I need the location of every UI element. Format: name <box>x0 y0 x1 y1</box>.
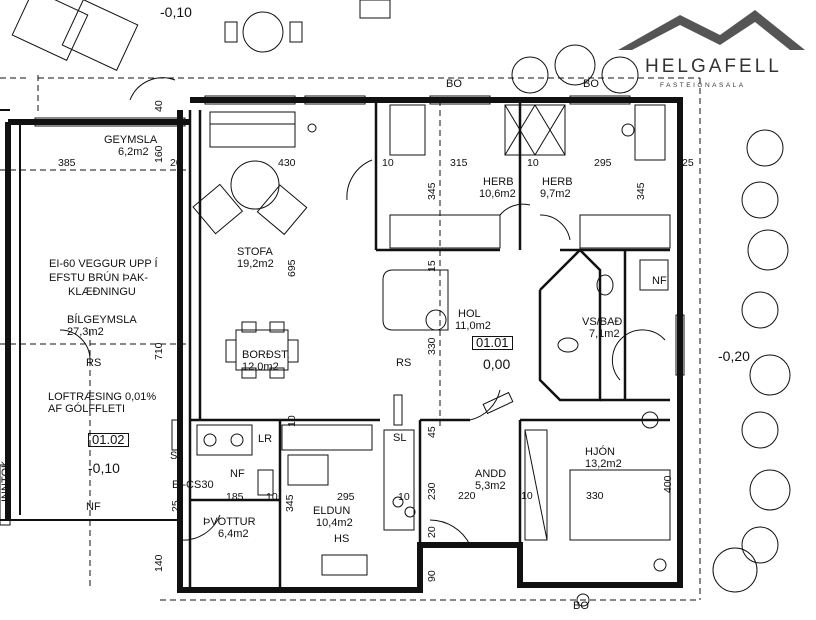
room-bilgeymsla-area: 27,3m2 <box>67 326 104 338</box>
bathroom-fixtures <box>557 259 669 381</box>
ventilation-note-line2: AF GÓLFFLETI <box>48 403 126 415</box>
fire-wall-note-line1: EI-60 VEGGUR UPP Í <box>49 258 158 270</box>
room-eldun-name: ELDUN <box>313 505 351 517</box>
room-hol-name: HOL <box>458 308 481 320</box>
room-andd-name: ANDD <box>475 468 507 480</box>
sl-label-kitchen: SL <box>393 432 407 444</box>
outdoor-furniture <box>11 0 391 72</box>
dim-160: 160 <box>153 145 165 163</box>
nf-label-bath: NF <box>652 275 667 287</box>
dashed-boundary-lines <box>0 75 701 601</box>
room-eldun-area: 10,4m2 <box>316 517 353 529</box>
dim-25: 25 <box>682 157 694 169</box>
dim-10-herb: 10 <box>382 157 394 169</box>
dim-315: 315 <box>450 157 468 169</box>
room-herb2-area: 9,7m2 <box>540 188 571 200</box>
room-herb2-name: HERB <box>542 176 573 188</box>
room-herb1-area: 10,6m2 <box>479 188 516 200</box>
dim-20-garage: 20 <box>170 157 182 169</box>
room-stofa-name: STOFA <box>237 246 273 258</box>
dim-430: 430 <box>278 157 296 169</box>
nf-label-laundry: NF <box>230 468 245 480</box>
rs-label-main: RS <box>396 357 412 369</box>
room-hol-area: 11,0m2 <box>455 320 491 332</box>
dim-10-laundry: 10 <box>266 491 278 503</box>
room-bilgeymsla-name: BÍLGEYMSLA <box>67 314 137 326</box>
living-furniture <box>192 111 449 379</box>
ventilation-note-line1: LOFTRÆSING 0,01% <box>48 391 157 403</box>
room-hjon-name: HJÓN <box>585 446 615 458</box>
dim-90: 90 <box>426 570 438 582</box>
level-right: -0,20 <box>718 348 750 364</box>
brand-name: HELGAFELL <box>645 56 782 77</box>
fire-wall-note-line2: EFSTU BRÚN ÞAK- <box>49 272 149 284</box>
dim-140: 140 <box>153 554 165 572</box>
shrubs <box>511 44 791 593</box>
room-geymsla-name: GEYMSLA <box>104 134 158 146</box>
windows <box>34 95 685 376</box>
room-stofa-area: 19,2m2 <box>237 258 274 270</box>
main-unit-label: 01.01 <box>472 336 513 350</box>
small-markers <box>0 391 514 526</box>
dim-230: 230 <box>426 482 438 500</box>
dim-25-bottom: 25 <box>170 500 182 512</box>
dim-345-left: 345 <box>426 182 438 200</box>
main-unit-level: 0,00 <box>483 356 511 372</box>
dim-385: 385 <box>58 157 76 169</box>
rs-label-garage: RS <box>86 357 102 369</box>
room-thvottur-area: 6,4m2 <box>218 528 249 540</box>
dim-185: 185 <box>226 491 244 503</box>
dim-330-hjon: 330 <box>586 490 604 502</box>
bo-label-bottom: BO <box>573 600 589 612</box>
dim-345-right: 345 <box>635 182 647 200</box>
room-thvottur-name: ÞVOTTUR <box>203 516 256 528</box>
dim-345-kitchen: 345 <box>284 494 296 512</box>
garage-unit-level: -0,10 <box>88 460 120 476</box>
room-geymsla-area: 6,2m2 <box>118 146 149 158</box>
room-andd-area: 5,3m2 <box>475 480 506 492</box>
room-bordst-name: BORÐST. <box>242 349 290 361</box>
fire-wall-note-line3: KLÆÐNINGU <box>68 286 136 298</box>
entry-label: INNTOK <box>0 460 12 502</box>
room-bordst-area: 12,0m2 <box>242 361 279 373</box>
sl-label-laundry: SL <box>170 450 184 462</box>
dim-10-sink: 10 <box>398 491 410 503</box>
dim-295-kitchen: 295 <box>337 491 355 503</box>
dim-45: 45 <box>426 426 438 438</box>
door-rating-label: EI-CS30 <box>172 479 214 491</box>
level-top: -0,10 <box>160 4 192 20</box>
door-swings <box>59 77 571 546</box>
logo-mark <box>618 10 805 50</box>
dim-10-mid: 10 <box>527 157 539 169</box>
room-herb1-name: HERB <box>483 176 514 188</box>
dim-10-andd: 10 <box>521 490 533 502</box>
dim-330-hol: 330 <box>426 337 438 355</box>
kitchen-fixtures <box>196 424 416 576</box>
bo-label-top-right: BO <box>583 78 599 90</box>
room-vsbad-area: 7,1m2 <box>589 328 620 340</box>
dim-220: 220 <box>458 490 476 502</box>
dim-695: 695 <box>286 259 298 277</box>
lr-label: LR <box>258 433 273 445</box>
garage-unit-label: 01.02 <box>88 433 129 447</box>
interior-walls <box>188 100 670 590</box>
room-hjon-area: 13,2m2 <box>585 458 622 470</box>
dim-295-top: 295 <box>594 157 612 169</box>
bo-label-top: BO <box>446 78 462 90</box>
dim-40: 40 <box>153 100 165 112</box>
hs-label: HS <box>334 533 350 545</box>
dim-400: 400 <box>662 475 674 493</box>
garage-walls <box>0 109 180 521</box>
brand-subtitle: FASTEIGNASALA <box>660 82 746 89</box>
dim-20-andd: 20 <box>426 526 438 538</box>
room-vsbad-name: VS/BAÐ <box>582 316 623 328</box>
bedroom-furniture <box>389 104 671 607</box>
nf-label-garage: NF <box>86 501 101 513</box>
dim-710: 710 <box>153 342 165 360</box>
dim-15: 15 <box>426 260 438 272</box>
dim-10-stofa: 10 <box>286 415 298 427</box>
